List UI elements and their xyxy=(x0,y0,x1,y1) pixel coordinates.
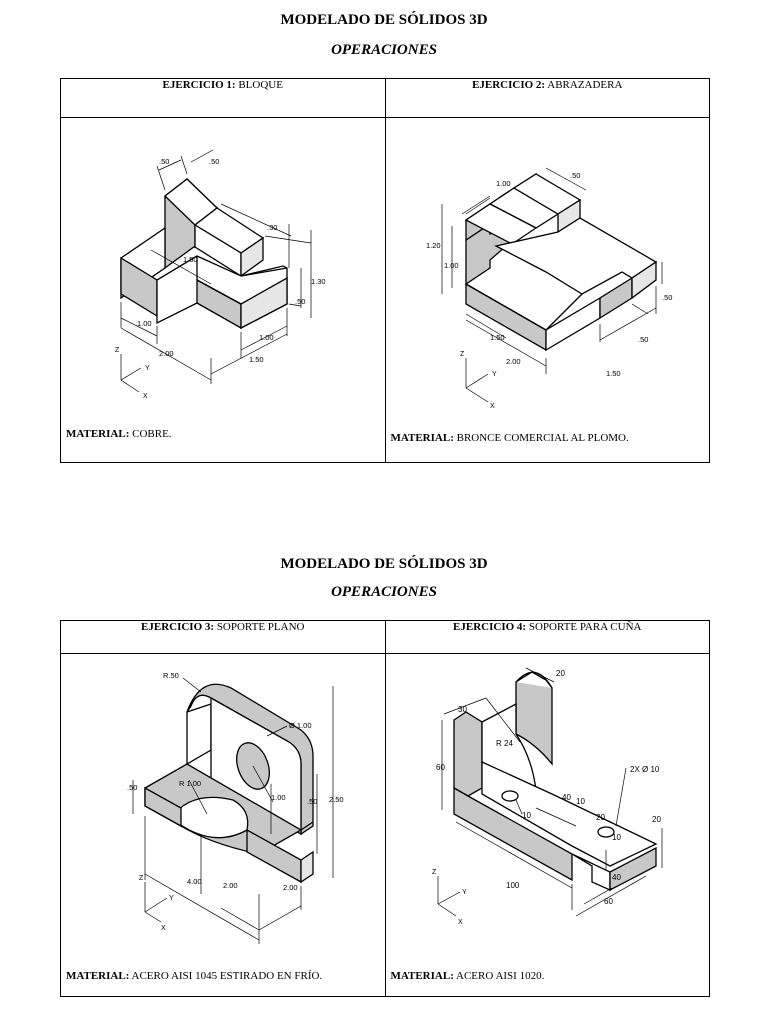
exercise-label: EJERCICIO 3: xyxy=(141,621,215,633)
dim-label: 60 xyxy=(436,763,445,772)
axis-label: Y xyxy=(145,365,150,372)
dim-label: 2.00 xyxy=(283,883,298,892)
axis-label: Y xyxy=(169,895,174,902)
axis-label: X xyxy=(490,403,495,410)
axis-label: Z xyxy=(432,869,437,876)
dim-label: .50 xyxy=(638,335,648,344)
dim-label: 1.30 xyxy=(311,277,326,286)
dim-label: 100 xyxy=(506,881,520,890)
exercise-2-cell: 1.00 .50 1.20 1.00 .50 1.50 2.00 .50 1.5… xyxy=(384,117,710,463)
dim-label: 10 xyxy=(522,811,531,820)
axis-label: X xyxy=(161,925,166,932)
exercise-label: EJERCICIO 1: xyxy=(162,79,236,91)
abrazadera-drawing: 1.00 .50 1.20 1.00 .50 1.50 2.00 .50 1.5… xyxy=(426,167,672,410)
dim-label: 1.00 xyxy=(444,261,459,270)
axis-triad: Z Y X xyxy=(460,351,497,410)
dim-label: 20 xyxy=(556,669,565,678)
exercise-4-cell: 20 30 R 24 60 2X Ø 10 40 10 10 20 20 10 … xyxy=(384,653,710,997)
soporte-plano-drawing: R.50 Ø 1.00 R 1.00 .50 1.00 .50 2.50 4.0… xyxy=(127,671,344,944)
exercise-label: EJERCICIO 2: xyxy=(472,79,546,91)
material-line: MATERIAL: BRONCE COMERCIAL AL PLOMO. xyxy=(391,432,629,444)
exercise-name: BLOQUE xyxy=(238,79,283,91)
bloque-drawing: .50 .50 .30 1.50 1.30 .50 1.00 2.00 1.00… xyxy=(115,149,326,400)
exercise-1-cell: .50 .50 .30 1.50 1.30 .50 1.00 2.00 1.00… xyxy=(60,117,386,463)
axis-label: Y xyxy=(492,371,497,378)
exercise-name: ABRAZADERA xyxy=(547,79,623,91)
dim-label: 1.00 xyxy=(496,179,511,188)
section-title: MODELADO DE SÓLIDOS 3D xyxy=(280,556,488,572)
dim-label: 1.50 xyxy=(249,355,264,364)
axis-label: X xyxy=(458,919,463,926)
axis-label: Z xyxy=(460,351,465,358)
dim-label: 10 xyxy=(576,797,585,806)
axis-label: Y xyxy=(462,889,467,896)
dim-label: 1.00 xyxy=(271,793,286,802)
section-subtitle: OPERACIONES xyxy=(331,42,437,58)
axis-triad: Z Y X xyxy=(115,347,150,400)
exercise-table: EJERCICIO 1: BLOQUE EJERCICIO 2: ABRAZAD… xyxy=(60,78,710,463)
dim-label: R 1.00 xyxy=(179,779,201,788)
dim-label: .30 xyxy=(267,223,277,232)
section-subtitle: OPERACIONES xyxy=(331,584,437,600)
dim-label: 20 xyxy=(596,813,605,822)
material-label: MATERIAL: xyxy=(390,432,454,444)
dim-label: .50 xyxy=(662,293,672,302)
axis-label: X xyxy=(143,393,148,400)
material-value: ACERO AISI 1045 ESTIRADO EN FRÍO. xyxy=(131,970,323,982)
material-value: BRONCE COMERCIAL AL PLOMO. xyxy=(456,432,629,444)
axis-triad: Z Y X xyxy=(139,875,174,932)
dim-label: 20 xyxy=(652,815,661,824)
dim-label: 2X Ø 10 xyxy=(630,765,660,774)
dim-label: 2.50 xyxy=(329,795,344,804)
material-value: ACERO AISI 1020. xyxy=(456,970,545,982)
material-value: COBRE. xyxy=(132,428,172,440)
dim-label: 30 xyxy=(458,705,467,714)
dim-label: 2.00 xyxy=(506,357,521,366)
dim-label: .50 xyxy=(295,297,305,306)
exercise-2-header: EJERCICIO 2: ABRAZADERA xyxy=(384,78,710,118)
dim-label: 4.00 xyxy=(187,877,202,886)
dim-label: 2.00 xyxy=(223,881,238,890)
exercise-3-header: EJERCICIO 3: SOPORTE PLANO xyxy=(60,620,386,654)
dim-label: 1.50 xyxy=(490,333,505,342)
dim-label: .50 xyxy=(127,783,137,792)
exercise-name: SOPORTE PARA CUÑA xyxy=(528,621,642,633)
material-line: MATERIAL: ACERO AISI 1020. xyxy=(391,970,545,982)
dim-label: 60 xyxy=(604,897,613,906)
dim-label: 1.20 xyxy=(426,241,441,250)
material-line: MATERIAL: ACERO AISI 1045 ESTIRADO EN FR… xyxy=(66,970,322,982)
dim-label: 1.00 xyxy=(259,333,274,342)
dim-label: .50 xyxy=(159,157,169,166)
exercise-table: EJERCICIO 3: SOPORTE PLANO EJERCICIO 4: … xyxy=(60,620,710,997)
dim-label: 40 xyxy=(612,873,621,882)
material-label: MATERIAL: xyxy=(66,970,130,982)
dim-label: 1.50 xyxy=(606,369,621,378)
dim-label: .50 xyxy=(307,797,317,806)
section-title: MODELADO DE SÓLIDOS 3D xyxy=(280,12,488,28)
exercise-label: EJERCICIO 4: xyxy=(453,621,527,633)
material-label: MATERIAL: xyxy=(390,970,454,982)
exercise-name: SOPORTE PLANO xyxy=(216,621,305,633)
dim-label: 1.00 xyxy=(137,319,152,328)
dim-label: 40 xyxy=(562,793,571,802)
dim-label: R 24 xyxy=(496,739,513,748)
dim-label: R.50 xyxy=(163,671,179,680)
exercise-4-header: EJERCICIO 4: SOPORTE PARA CUÑA xyxy=(384,620,710,654)
dim-label: 2.00 xyxy=(159,349,174,358)
soporte-cuna-drawing: 20 30 R 24 60 2X Ø 10 40 10 10 20 20 10 … xyxy=(432,667,662,926)
dim-label: .50 xyxy=(570,171,580,180)
exercise-3-cell: R.50 Ø 1.00 R 1.00 .50 1.00 .50 2.50 4.0… xyxy=(60,653,386,997)
dim-label: 10 xyxy=(612,833,621,842)
dim-label: .50 xyxy=(209,157,219,166)
axis-triad: Z Y X xyxy=(432,869,467,926)
material-label: MATERIAL: xyxy=(66,428,130,440)
dim-label: Ø 1.00 xyxy=(289,721,312,730)
material-line: MATERIAL: COBRE. xyxy=(66,428,172,440)
dim-label: 1.50 xyxy=(183,255,198,264)
axis-label: Z xyxy=(115,347,120,354)
axis-label: Z xyxy=(139,875,144,882)
exercise-1-header: EJERCICIO 1: BLOQUE xyxy=(60,78,386,118)
